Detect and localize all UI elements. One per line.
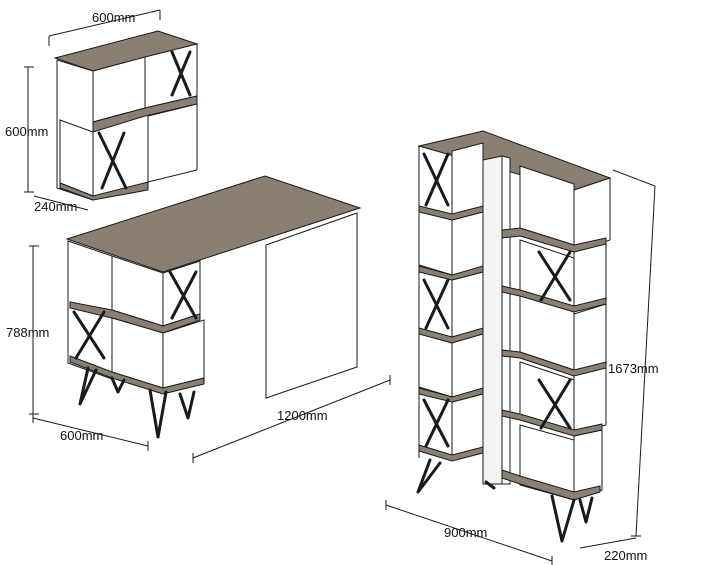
bookcase-front-box-1 (573, 177, 611, 253)
wall-shelf-x-brace-top (170, 50, 192, 97)
bookcase-left-box-3 (451, 271, 484, 338)
desk-width-label: 1200mm (277, 408, 328, 423)
desk-x-brace-upper (168, 270, 198, 320)
bookcase-x-brace-3 (422, 398, 450, 448)
bookcase-depth-label: 220mm (604, 548, 647, 563)
bookcase-x-brace-5 (537, 378, 572, 430)
bookcase-right-shelf-1 (501, 227, 607, 253)
desk-top-surface (65, 175, 362, 273)
wall-shelf-lower-right-box (147, 103, 198, 183)
bookcase-right-shelf-4 (501, 409, 603, 437)
wall-shelf-width-label: 600mm (92, 10, 135, 25)
bookcase-center-column-front (501, 155, 511, 485)
bookcase-x-brace-1 (422, 152, 450, 207)
desk-leg-front-right (110, 376, 126, 394)
bookcase-right-shelf-3 (501, 349, 607, 377)
desk-x-brace-lower (72, 310, 106, 360)
bookcase-height-dimension-line (612, 169, 656, 537)
bookcase-leg-right-front (550, 494, 576, 543)
desk-width-dimension-line (192, 375, 391, 463)
desk-right-panel (265, 212, 358, 399)
desk-depth-dimension-line (32, 413, 149, 451)
desk-depth-label: 600mm (60, 428, 103, 443)
bookcase-width-dimension-line (385, 500, 553, 565)
bookcase-leg-left (416, 458, 442, 494)
desk-leg-front-left (78, 366, 98, 406)
wall-shelf-width-dimension-line (48, 9, 161, 46)
wall-shelf-x-brace-bottom (97, 131, 128, 190)
desk-unit (65, 175, 362, 439)
desk-bottom-shelf (69, 355, 205, 395)
wall-shelf-height-dimension-line (24, 66, 34, 193)
desk-leg-back-right (178, 390, 196, 420)
bookcase-width-label: 900mm (444, 525, 487, 540)
desk-height-label: 788mm (6, 325, 49, 340)
bookcase-height-label: 1673mm (608, 361, 659, 376)
bookcase-left-box-5 (451, 393, 484, 458)
bookcase-unit (416, 130, 612, 543)
wall-shelf-depth-dimension-line (33, 195, 89, 211)
bookcase-x-brace-2 (422, 278, 450, 330)
desk-leg-back-left (148, 388, 168, 439)
wall-shelf-unit (53, 30, 199, 201)
bookcase-leg-right-back (578, 496, 594, 524)
wall-shelf-height-label: 600mm (5, 124, 48, 139)
bookcase-depth-dimension-line (579, 537, 637, 549)
bookcase-x-brace-4 (537, 250, 572, 302)
desk-height-dimension-line (29, 245, 39, 415)
bookcase-right-shelf-5 (501, 469, 601, 501)
bookcase-right-shelf-2 (501, 285, 607, 313)
bookcase-center-column (482, 155, 503, 485)
bookcase-left-box-4 (418, 332, 453, 398)
bookcase-top-surface (417, 130, 612, 191)
desk-middle-shelf (69, 301, 201, 334)
bookcase-left-box-2 (418, 209, 453, 276)
bookcase-leg-center (484, 480, 496, 490)
wall-shelf-depth-label: 240mm (34, 199, 77, 214)
